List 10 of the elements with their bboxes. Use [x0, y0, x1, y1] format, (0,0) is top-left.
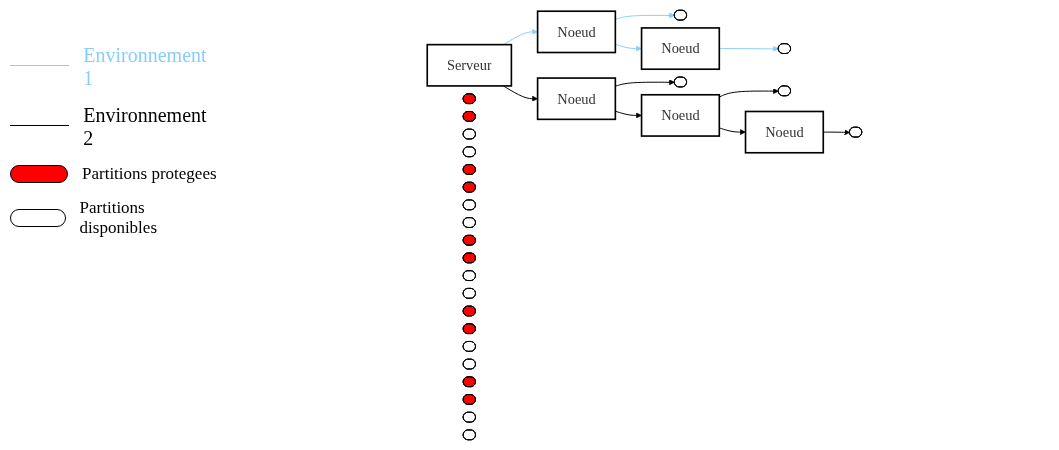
legend-label: Environnement 1: [83, 44, 208, 90]
node-box: Noeud: [640, 93, 721, 137]
legend-label: Partitions disponibles: [79, 198, 158, 238]
node-box: Serveur: [426, 43, 513, 87]
node-box: Noeud: [536, 77, 617, 121]
node-box: Noeud: [744, 110, 825, 154]
legend-label: Partitions protegees: [82, 164, 217, 184]
legend-label: Environnement 2: [83, 104, 208, 150]
node-box: Noeud: [640, 27, 721, 71]
node-box: Noeud: [536, 10, 617, 54]
